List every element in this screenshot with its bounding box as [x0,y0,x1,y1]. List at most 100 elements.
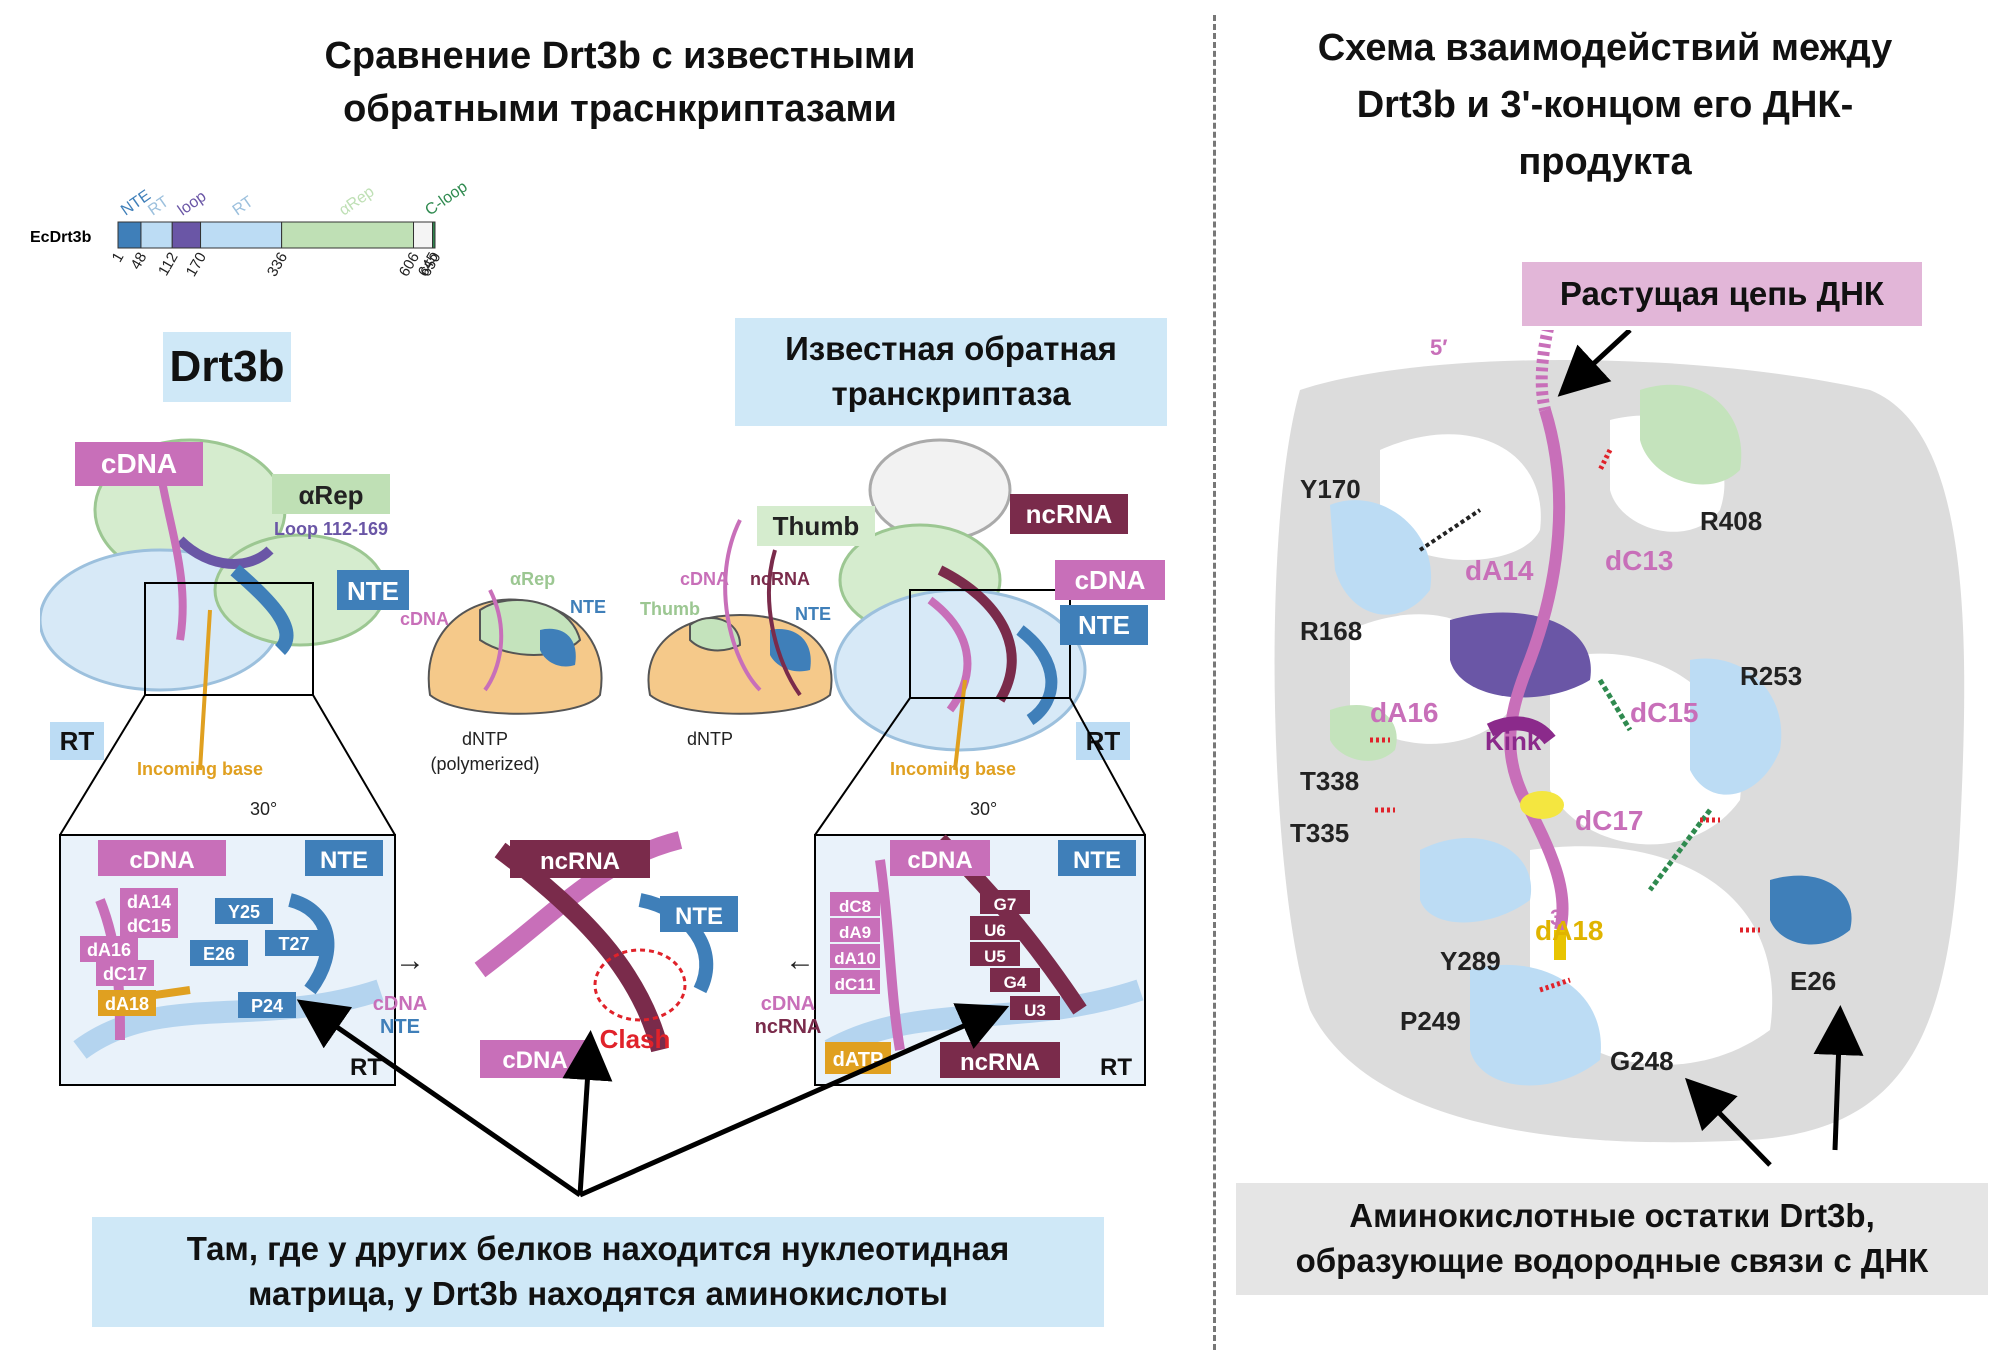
svg-text:cDNA: cDNA [1075,565,1146,595]
panel-divider [1213,15,1216,1350]
domain-segment [171,221,202,249]
residue-label: R408 [1700,506,1762,536]
residue-label: Y289 [1440,946,1501,976]
residue-tag [96,960,154,986]
svg-text:NTE: NTE [1073,847,1121,874]
residue-label: dA18 [105,994,149,1014]
svg-text:Loop 112-169: Loop 112-169 [274,519,388,539]
svg-text:cDNA: cDNA [761,993,815,1015]
nucleotide-label: dA14 [1465,555,1534,586]
swap-right-annotation: ← cDNA ncRNA [755,944,822,1038]
residue-tag [80,936,138,962]
nucleotide-label: dC13 [1605,545,1673,576]
svg-text:NTE: NTE [1078,610,1130,640]
residue-label: R253 [1740,661,1802,691]
right-title: Схема взаимодействий между Drt3b и 3'-ко… [1317,27,1893,183]
residue-label: dC8 [839,897,871,916]
svg-text:ncRNA: ncRNA [750,569,810,589]
domain-segment [200,221,283,249]
svg-text:30°: 30° [250,799,277,819]
residue-label: G248 [1610,1046,1674,1076]
svg-text:dNTP: dNTP [462,729,508,749]
svg-text:ncRNA: ncRNA [960,1049,1040,1076]
residue-label: T335 [1290,818,1349,848]
right-caption: Аминокислотные остатки Drt3b, образующие… [1236,1183,1988,1295]
residue-label: P249 [1400,1006,1461,1036]
residue-tag [970,916,1020,940]
svg-text:cDNA: cDNA [502,1047,567,1074]
svg-text:NTE: NTE [570,597,606,617]
residue-label: R168 [1300,616,1362,646]
drt3b-label: Drt3b [163,332,291,402]
known-rt-label: Известная обратная транскриптаза [735,318,1167,426]
svg-text:Thumb: Thumb [640,599,700,619]
domain-segment [432,221,436,249]
svg-text:cDNA: cDNA [101,448,177,479]
svg-text:ncRNA: ncRNA [755,1016,822,1038]
svg-text:Incoming base: Incoming base [890,759,1016,779]
residue-label: dA9 [839,923,871,942]
svg-text:cDNA: cDNA [129,847,194,874]
left-caption: Там, где у других белков находится нукле… [92,1217,1104,1327]
svg-text:NTE: NTE [380,1016,420,1038]
residue-label: Y170 [1300,474,1361,504]
residue-label: U6 [984,921,1006,940]
left-title: Сравнение Drt3b с известными обратными т… [324,35,916,131]
residue-tag [120,888,178,914]
residue-label: U3 [1024,1001,1046,1020]
domain-segment [281,221,415,249]
residue-label: G7 [994,895,1017,914]
known-rt-structure [833,438,1087,771]
residue-tag [830,892,880,916]
domain-tick-label: 48 [127,250,150,273]
svg-text:αRep: αRep [510,569,555,589]
schematic-rt: cDNA ncRNA Thumb NTE dNTP [640,519,833,749]
five-prime-label: 5′ [1430,335,1448,360]
caption-arrows [296,999,1010,1198]
svg-text:NTE: NTE [675,903,723,930]
growing-chain-label: Растущая цепь ДНК [1522,262,1922,326]
nucleotide-label: dC15 [1630,697,1698,728]
residue-tag [190,940,248,966]
svg-text:→: → [395,944,425,977]
residue-label: E26 [1790,966,1836,996]
residue-label: dA10 [834,949,876,968]
residue-label: dA14 [127,892,171,912]
kink-label: Kink [1485,726,1542,756]
residue-label: T338 [1300,766,1359,796]
residue-tag [1010,996,1060,1020]
svg-text:αRep: αRep [298,480,363,510]
residue-tag [990,968,1040,992]
residue-label: dC11 [835,975,876,994]
svg-text:dNTP: dNTP [687,729,733,749]
svg-text:cDNA: cDNA [907,847,972,874]
residue-tag [120,912,178,938]
residue-tag [215,898,273,924]
domain-segment [140,221,173,249]
svg-text:NTE: NTE [320,847,368,874]
svg-text:←: ← [785,944,815,977]
residue-label: T27 [278,934,309,954]
residue-tag [970,942,1020,966]
svg-text:cDNA: cDNA [680,569,729,589]
svg-text:cDNA: cDNA [373,993,427,1015]
residue-tag [830,918,880,942]
nucleotide-label: dA16 [1370,697,1438,728]
svg-text:(polymerized): (polymerized) [430,754,539,774]
known-rt-structure-labels: Thumb ncRNA cDNA NTE RT Incoming base 30… [757,494,1165,819]
domain-map-protein-label: EcDrt3b [30,229,92,246]
svg-text:RT: RT [350,1054,382,1081]
nucleotide-label: dC17 [1575,805,1643,836]
schematic-drt3b: cDNA αRep NTE dNTP (polymerized) [400,569,606,774]
residue-label: dA16 [87,940,131,960]
svg-text:NTE: NTE [795,604,831,624]
svg-text:NTE: NTE [347,576,399,606]
residue-tag [980,890,1030,914]
residue-label: G4 [1004,973,1027,992]
svg-text:30°: 30° [970,799,997,819]
residue-label: Y25 [228,902,260,922]
residue-label: dC17 [103,964,147,984]
residue-tag [830,944,880,968]
svg-text:Thumb: Thumb [773,511,860,541]
